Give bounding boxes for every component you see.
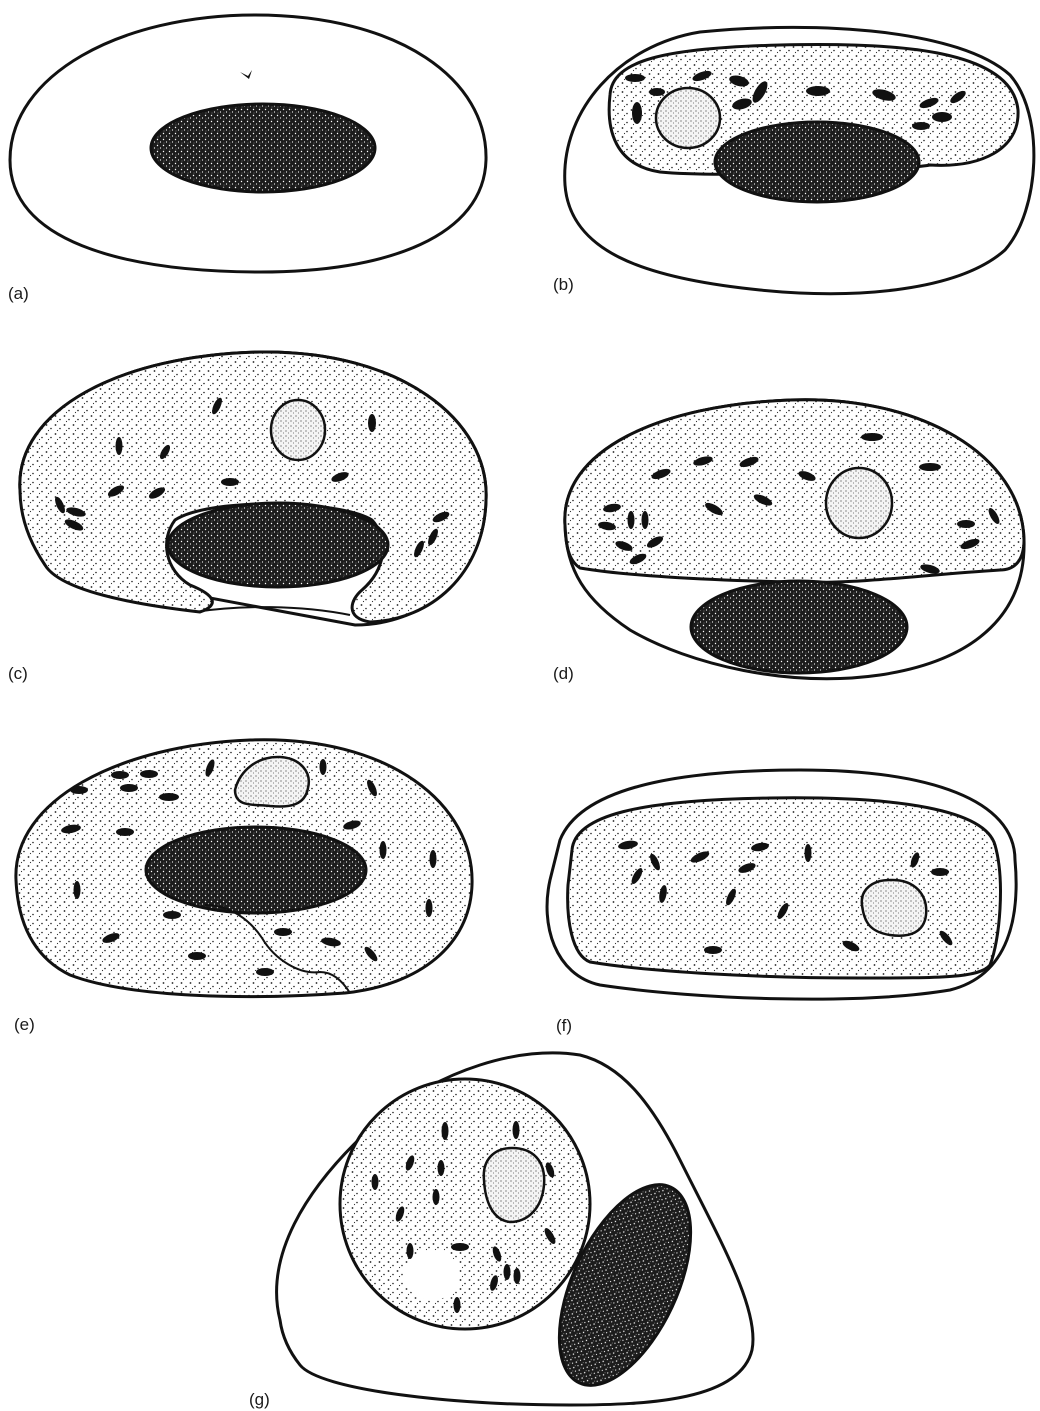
parasite-nucleus — [862, 880, 926, 936]
host-nucleus — [146, 827, 366, 913]
panel-a: (a) — [8, 15, 486, 303]
parasite-nucleus — [484, 1148, 544, 1222]
panel-label-b: (b) — [553, 275, 574, 294]
parasite-nucleus — [271, 400, 325, 460]
panel-e: (e) — [14, 740, 472, 1034]
panel-label-f: (f) — [556, 1016, 572, 1035]
host-nucleus — [715, 122, 919, 202]
parasite-body — [568, 798, 1001, 978]
host-nucleus — [168, 503, 388, 587]
parasite-body — [340, 1079, 590, 1329]
panel-label-e: (e) — [14, 1015, 35, 1034]
panel-label-c: (c) — [8, 664, 28, 683]
host-nucleus — [151, 104, 375, 192]
panel-c: (c) — [8, 352, 486, 683]
parasite-nucleus — [826, 468, 892, 538]
panel-f: (f) — [547, 770, 1016, 1035]
parasite-vacuole — [404, 1250, 460, 1300]
panel-b: (b) — [553, 27, 1034, 294]
panel-label-d: (d) — [553, 664, 574, 683]
panel-g: (g) — [249, 1053, 753, 1409]
panel-label-g: (g) — [249, 1390, 270, 1409]
parasite-nucleus — [656, 88, 720, 148]
parasite-body — [565, 400, 1024, 583]
panel-label-a: (a) — [8, 284, 29, 303]
host-nucleus — [691, 581, 907, 673]
panel-d: (d) — [553, 400, 1024, 683]
